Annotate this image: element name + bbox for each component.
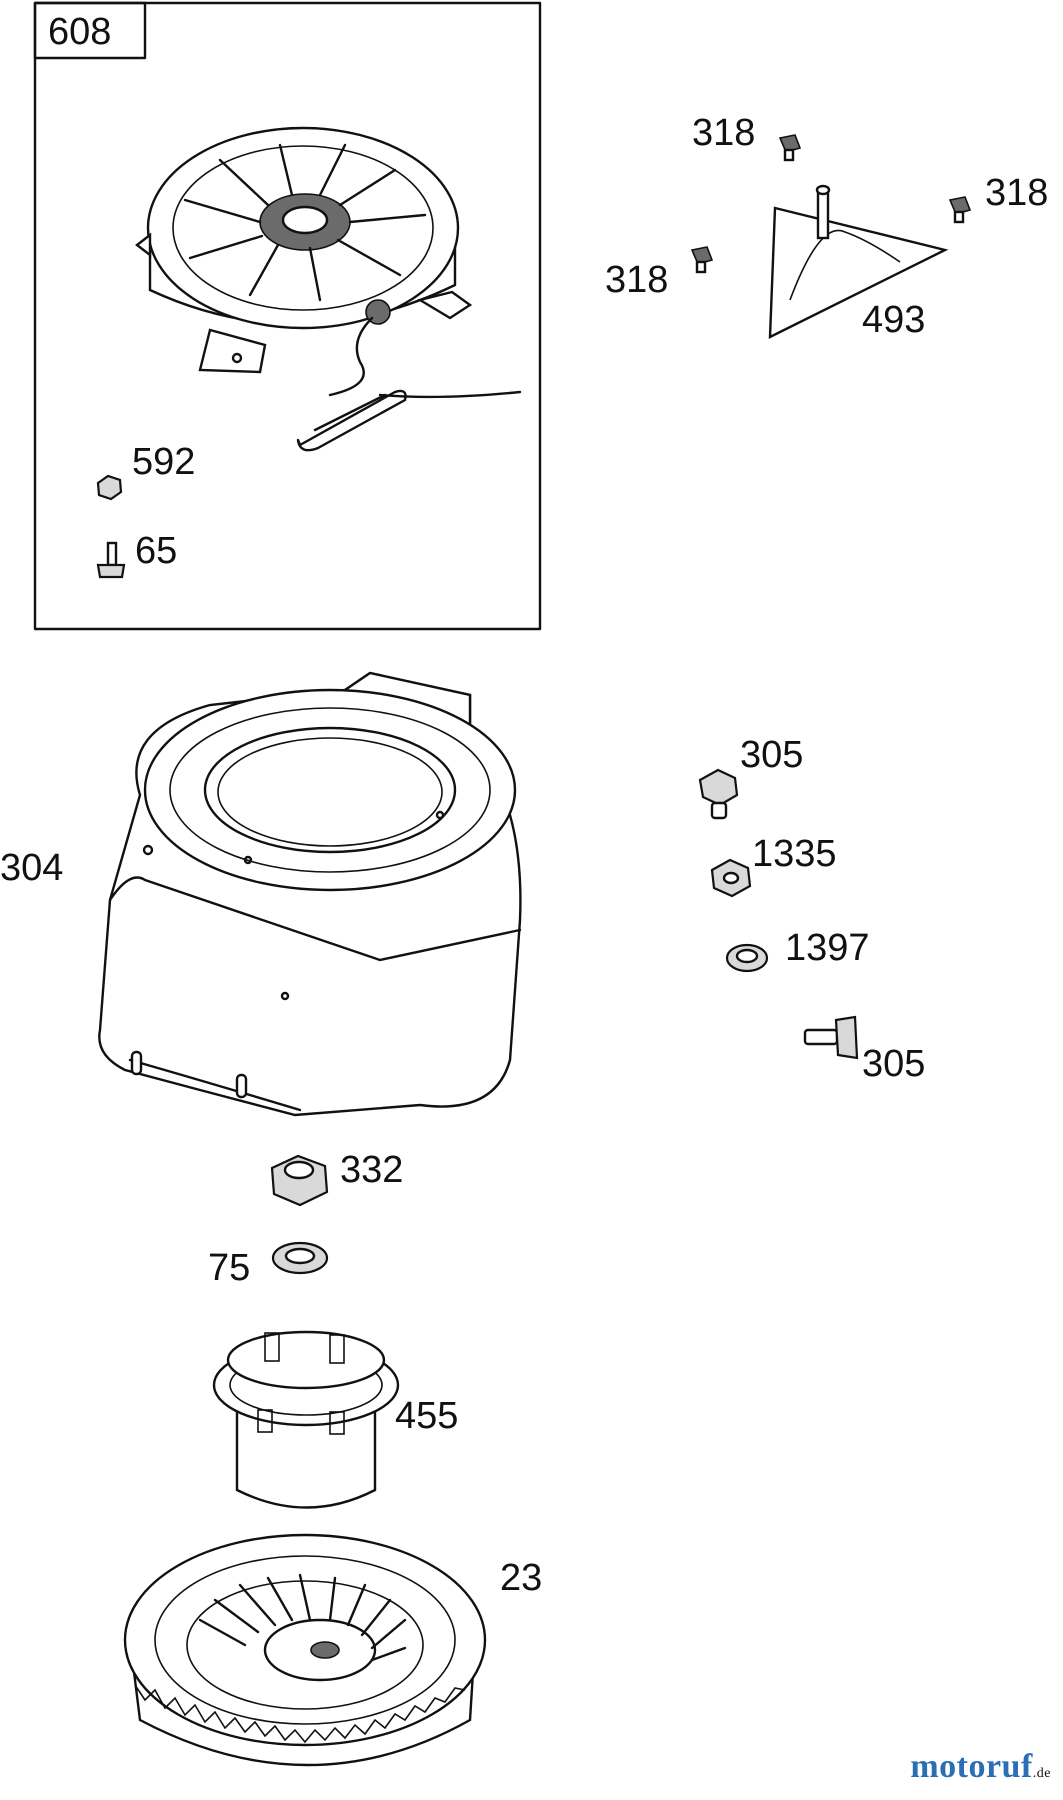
- callout-tag: [33, 1, 147, 60]
- part-1397-label: 1397: [785, 927, 870, 969]
- part-65: 65: [96, 530, 177, 579]
- part-332: 332: [270, 1149, 403, 1207]
- watermark: motoruf.de: [910, 1748, 1051, 1786]
- part-318-top: 318: [692, 112, 802, 162]
- part-318-top-label: 318: [692, 112, 755, 154]
- callout-label: 608: [48, 11, 111, 53]
- part-318-left: 318: [605, 246, 714, 301]
- part-1335-label: 1335: [752, 833, 837, 875]
- part-75: 75: [208, 1241, 329, 1289]
- part-455: 455: [212, 1330, 458, 1509]
- part-318-left-label: 318: [605, 259, 668, 301]
- part-455-label: 455: [395, 1395, 458, 1437]
- part-493: 493: [768, 184, 949, 341]
- part-23-label: 23: [500, 1557, 542, 1599]
- part-75-label: 75: [208, 1247, 250, 1289]
- part-305-top: 305: [698, 734, 803, 820]
- blower-housing-icon: [98, 671, 522, 1117]
- part-65-label: 65: [135, 530, 177, 572]
- part-23: 23: [123, 1533, 542, 1767]
- part-592-label: 592: [132, 441, 195, 483]
- part-318-right: 318: [948, 172, 1048, 224]
- part-332-label: 332: [340, 1149, 403, 1191]
- part-1335: 1335: [710, 833, 837, 898]
- part-305-bottom: 305: [803, 1015, 925, 1085]
- part-305-top-label: 305: [740, 734, 803, 776]
- part-304-label: 304: [0, 847, 63, 889]
- part-318-right-label: 318: [985, 172, 1048, 214]
- recoil-starter-icon: [135, 126, 522, 452]
- part-1397: 1397: [725, 927, 870, 973]
- watermark-brand: motoruf: [910, 1748, 1033, 1785]
- part-592: 592: [96, 441, 195, 501]
- part-305-bottom-label: 305: [862, 1043, 925, 1085]
- watermark-suffix: .de: [1032, 1766, 1051, 1781]
- recoil-starter-callout: 608 592 65: [33, 1, 542, 631]
- part-493-label: 493: [862, 299, 925, 341]
- part-304: 304: [0, 671, 522, 1117]
- callout-frame: [33, 1, 542, 631]
